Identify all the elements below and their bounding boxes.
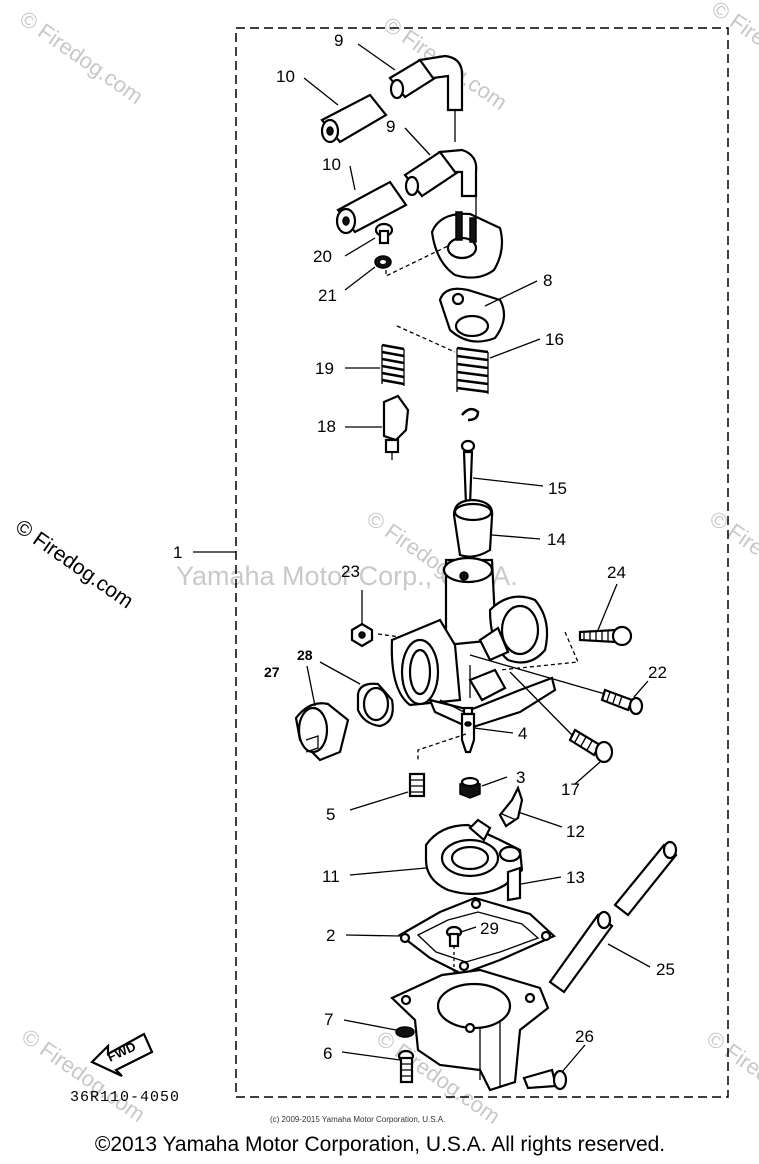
watermark-left: © Firedog.com [11, 515, 137, 613]
callout-10-upper: 10 [276, 67, 295, 86]
dash-24-body [499, 631, 579, 671]
callout-22: 22 [648, 663, 667, 682]
fwd-arrow: FWD [90, 1032, 154, 1077]
callout-20: 20 [313, 247, 332, 266]
callout-7: 7 [324, 1010, 333, 1029]
part-19-spring [381, 343, 405, 386]
callout-11: 11 [322, 867, 340, 886]
leader-body-17 [509, 671, 573, 736]
callout-18: 18 [317, 417, 336, 436]
leader-body-22 [469, 654, 606, 695]
part-16-spring [456, 346, 489, 394]
dash-4-5 [417, 733, 467, 762]
watermark-layer: © Firedog.com © Firedog.com © Firedog.co… [11, 0, 759, 1129]
part-10-cap-lower [335, 180, 408, 235]
watermark-top-left: © Firedog.com [15, 6, 148, 109]
part-6-screw [397, 1049, 415, 1084]
part-29-drain [445, 925, 463, 995]
part-9-elbow-lower [403, 110, 478, 198]
watermark-right-mid: © Firedog.com [705, 506, 759, 609]
part-3-main-jet [459, 776, 481, 799]
part-9-elbow-upper [388, 54, 464, 112]
part-10-cap-upper [320, 93, 388, 144]
part-5-pilot-jet [408, 772, 426, 798]
part-2-float-chamber-gasket [398, 896, 556, 976]
callout-9-upper: 9 [334, 31, 343, 50]
watermark-bottom-right: © Firedog.com [702, 1026, 759, 1129]
part-28-gasket [356, 682, 394, 728]
leader-lines [303, 43, 651, 1073]
part-12-float-needle [498, 785, 524, 828]
callout-25: 25 [656, 960, 675, 979]
callout-1: 1 [173, 543, 182, 562]
callout-8: 8 [543, 271, 552, 290]
part-21-washer [374, 255, 392, 269]
callout-9-lower: 9 [386, 117, 395, 136]
callout-23: 23 [341, 562, 360, 581]
callout-4: 4 [518, 724, 527, 743]
part-24-screw [578, 625, 633, 647]
callout-24: 24 [607, 563, 626, 582]
carburetor-body [390, 556, 557, 730]
callout-16: 16 [545, 330, 564, 349]
part-4-needle-jet [460, 706, 476, 754]
callout-2: 2 [326, 926, 335, 945]
callout-6: 6 [323, 1044, 332, 1063]
callout-29: 29 [480, 919, 499, 938]
needle-clip [461, 407, 480, 422]
part-8-gasket [438, 287, 506, 343]
callout-28: 28 [297, 647, 313, 663]
callout-14: 14 [547, 530, 566, 549]
dash-20-21 [385, 244, 451, 278]
part-26-drain-screw [522, 1068, 568, 1091]
callout-19: 19 [315, 359, 334, 378]
callout-27: 27 [264, 664, 280, 680]
dash-19-16 [396, 325, 456, 353]
part-17-throttle-screw [568, 728, 614, 764]
callout-15: 15 [548, 479, 567, 498]
callout-5: 5 [326, 805, 335, 824]
callout-3: 3 [516, 768, 525, 787]
callout-12: 12 [566, 822, 585, 841]
part-22-screw [600, 688, 644, 716]
float-chamber-bowl [390, 968, 550, 1092]
diagram-code: 36R110-4050 [70, 1089, 180, 1106]
callout-26: 26 [575, 1027, 594, 1046]
callout-10-lower: 10 [322, 155, 341, 174]
assembly-frame [235, 27, 729, 1098]
callout-13: 13 [566, 868, 585, 887]
part-7-washer [395, 1026, 415, 1038]
part-25-tube [548, 840, 678, 994]
part-27-cap [294, 702, 350, 762]
part-18-plunger [382, 394, 410, 460]
part-11-float [424, 818, 524, 896]
callout-17: 17 [561, 780, 580, 799]
mixing-chamber-cap [430, 196, 504, 279]
part-13-float-pin [506, 866, 522, 902]
watermark-right-top: © Firedog.com [707, 0, 759, 99]
part-20-screw [374, 222, 394, 245]
callout-21: 21 [318, 286, 337, 305]
callout-numbers: 1 9 10 9 10 20 21 8 16 19 18 15 14 23 24… [173, 31, 675, 1063]
small-copyright: (c) 2009-2015 Yamaha Motor Corporation, … [270, 1115, 445, 1124]
part-14-throttle-valve [452, 498, 494, 558]
copyright-notice: ©2013 Yamaha Motor Corporation, U.S.A. A… [95, 1133, 665, 1156]
